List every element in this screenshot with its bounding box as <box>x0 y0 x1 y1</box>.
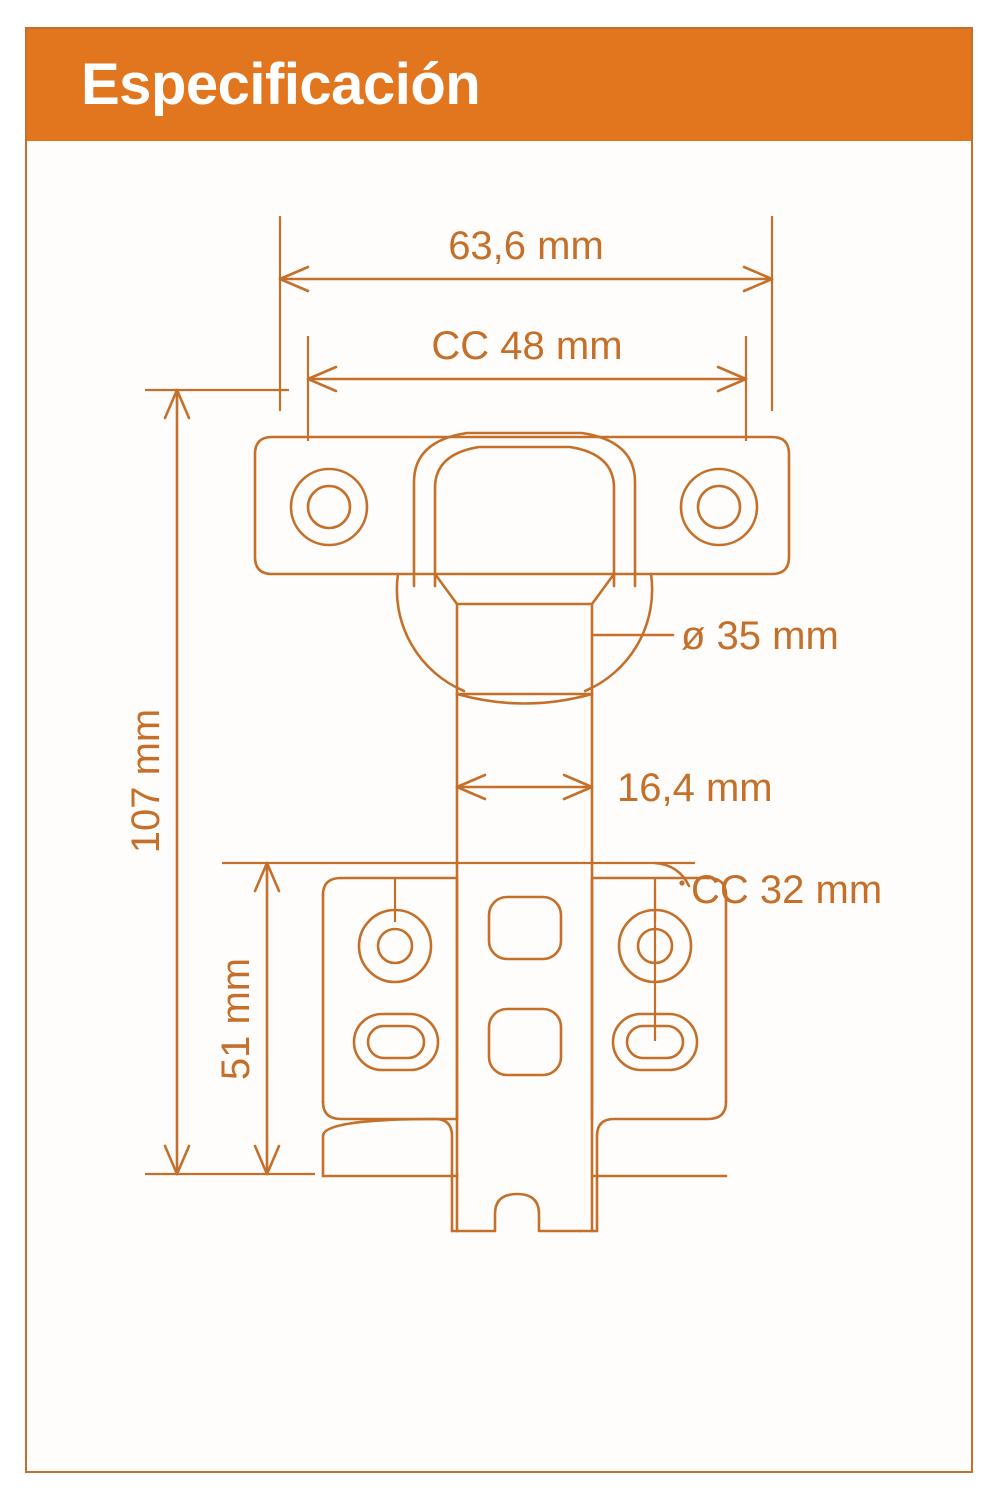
dimension-cup-cc <box>306 336 748 441</box>
dimension-arm-width <box>455 773 594 801</box>
hinge-mounting-plate <box>321 876 728 1178</box>
page-title: Especificación <box>81 52 481 117</box>
hinge-cup-arch <box>412 431 637 588</box>
hinge-arm <box>455 692 594 1178</box>
mounting-slot-left <box>352 1012 440 1072</box>
dimension-label-arm-width: 16,4 mm <box>617 766 773 810</box>
dimension-label-overall-width: 63,6 mm <box>448 224 604 268</box>
dimension-label-cup-diameter: ø 35 mm <box>681 614 839 658</box>
dimension-label-plate-height: 51 mm <box>214 958 258 1080</box>
specification-card: Especificación 63,6 mm <box>25 27 973 1473</box>
dimension-plate-height <box>253 861 281 1176</box>
hinge-cup-body <box>395 572 654 705</box>
arm-cutout-lower <box>487 1007 563 1077</box>
dimension-overall-width <box>278 216 774 411</box>
screw-hole-right-top-plate <box>679 467 759 547</box>
arm-bottom-notch <box>321 1172 728 1233</box>
arm-cutout-upper <box>487 895 563 961</box>
dimension-label-overall-height: 107 mm <box>124 709 168 854</box>
hinge-technical-drawing: 63,6 mm CC 48 mm <box>27 141 973 1471</box>
header-band: Especificación <box>27 29 971 141</box>
dimension-overall-height <box>163 388 191 1176</box>
dimension-label-plate-cc: CC 32 mm <box>691 868 882 912</box>
dimension-plate-cc <box>222 861 695 1041</box>
hinge-top-plate <box>253 435 791 576</box>
screw-hole-left-top-plate <box>289 467 369 547</box>
dimension-label-cup-cc: CC 48 mm <box>431 324 622 368</box>
